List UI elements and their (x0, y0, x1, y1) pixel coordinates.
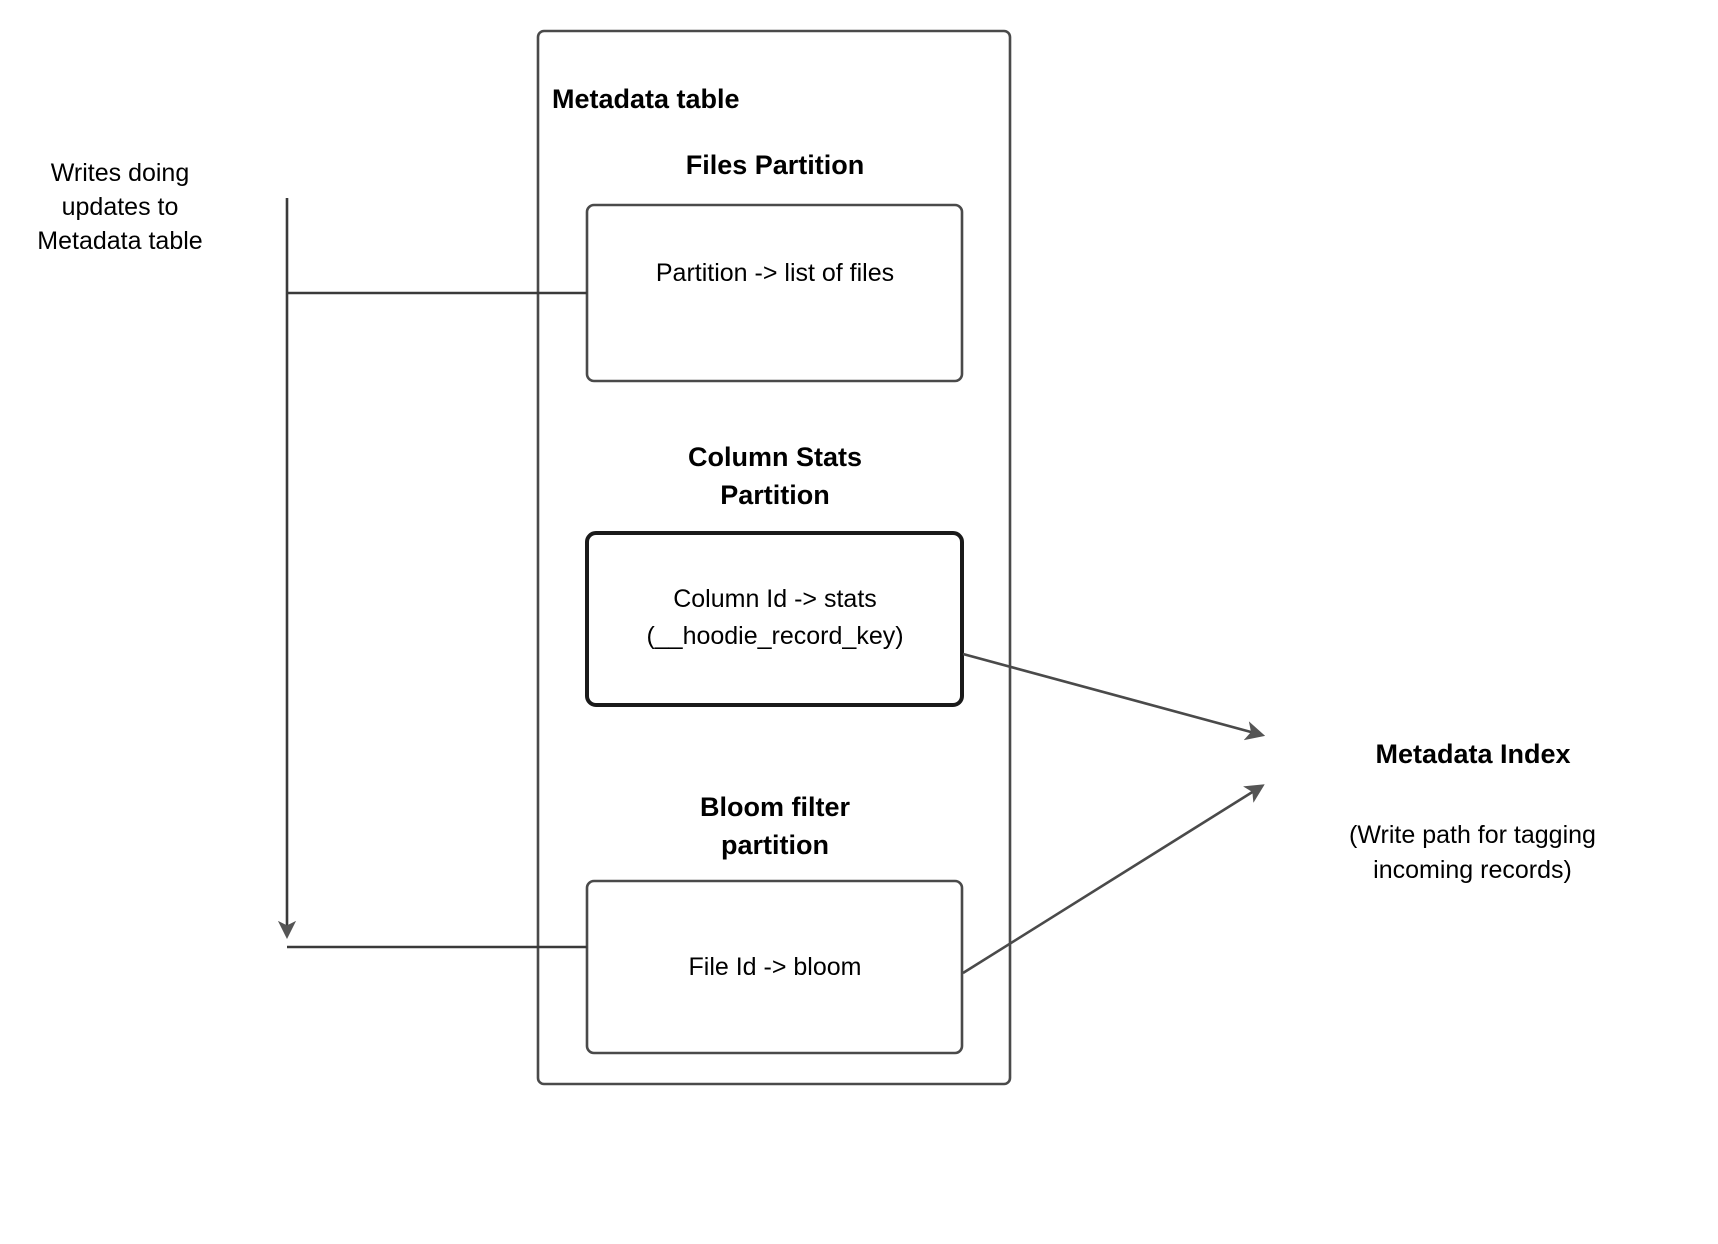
metadata-table-title: Metadata table (552, 84, 740, 114)
column-stats-partition-heading: Column Stats Partition (687, 442, 862, 511)
files-partition-box (585, 203, 964, 383)
bloom-filter-partition-box-label: File Id -> bloom (688, 953, 862, 981)
metadata-index-title: Metadata Index (1375, 739, 1571, 769)
writes-annotation-label: Writes doing updates to Metadata table (37, 159, 203, 255)
colstats-to-metadata-index-arrow (962, 652, 1266, 741)
files-partition-box-label: Partition -> list of files (655, 259, 895, 287)
metadata-table-container (536, 29, 1012, 1086)
metadata-index-caption: (Write path for tagging incoming records… (1349, 821, 1596, 884)
bloom-to-metadata-index-arrow (962, 784, 1265, 975)
bloom-filter-partition-heading: Bloom filter partition (699, 792, 850, 861)
files-partition-heading: Files Partition (685, 150, 865, 180)
column-stats-partition-box-label: Column Id -> stats (__hoodie_record_key) (646, 585, 904, 650)
